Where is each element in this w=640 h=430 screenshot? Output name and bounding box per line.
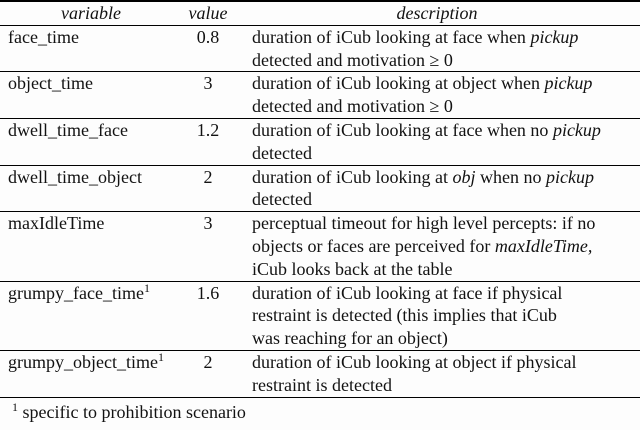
value-cell: 2 (182, 350, 234, 398)
column-header-variable: variable (0, 1, 182, 26)
footnote-marker: 1 (12, 399, 18, 414)
variable-cell: maxIdleTime (0, 211, 182, 282)
table-row: maxIdleTime 3 perceptual timeout for hig… (0, 211, 640, 282)
value-cell: 3 (182, 211, 234, 282)
description-cell: duration of iCub looking at face when no… (234, 118, 640, 166)
description-cell: perceptual timeout for high level percep… (234, 211, 640, 282)
table-body: face_time 0.8 duration of iCub looking a… (0, 25, 640, 398)
value-cell: 1.2 (182, 118, 234, 166)
table-row: grumpy_object_time1 2 duration of iCub l… (0, 350, 640, 398)
variable-cell: dwell_time_object (0, 165, 182, 213)
description-cell: duration of iCub looking at obj when no … (234, 165, 640, 213)
variable-cell: grumpy_face_time1 (0, 281, 182, 351)
parameters-table: variable value description face_time 0.8… (0, 0, 640, 398)
table-row: face_time 0.8 duration of iCub looking a… (0, 25, 640, 73)
description-cell: duration of iCub looking at object when … (234, 71, 640, 119)
column-header-description: description (234, 1, 640, 26)
footnote: 1 specific to prohibition scenario (0, 398, 640, 424)
value-cell: 1.6 (182, 281, 234, 351)
value-cell: 2 (182, 165, 234, 213)
table-header: variable value description (0, 1, 640, 26)
value-cell: 0.8 (182, 25, 234, 73)
variable-cell: grumpy_object_time1 (0, 350, 182, 398)
table-row: object_time 3 duration of iCub looking a… (0, 71, 640, 119)
variable-cell: face_time (0, 25, 182, 73)
description-cell: duration of iCub looking at face if phys… (234, 281, 640, 351)
description-cell: duration of iCub looking at object if ph… (234, 350, 640, 398)
table-row: dwell_time_face 1.2 duration of iCub loo… (0, 118, 640, 166)
table-row: grumpy_face_time1 1.6 duration of iCub l… (0, 281, 640, 351)
footnote-text: specific to prohibition scenario (22, 401, 246, 422)
value-cell: 3 (182, 71, 234, 119)
column-header-value: value (182, 1, 234, 26)
description-cell: duration of iCub looking at face when pi… (234, 25, 640, 73)
header-row: variable value description (0, 1, 640, 26)
variable-cell: dwell_time_face (0, 118, 182, 166)
variable-cell: object_time (0, 71, 182, 119)
table-row: dwell_time_object 2 duration of iCub loo… (0, 165, 640, 213)
